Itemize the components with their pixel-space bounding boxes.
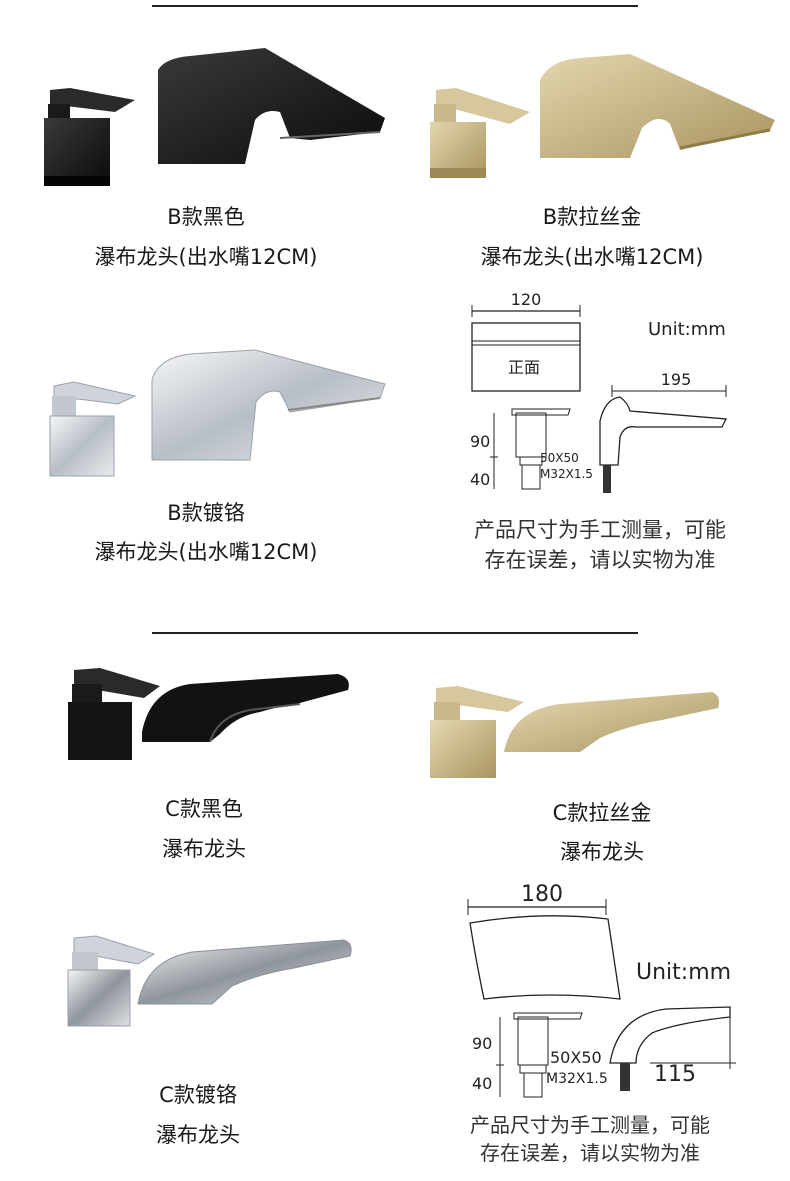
b-chrome-caption-line1: B款镀铬	[167, 501, 245, 525]
b-front-label: 正面	[508, 358, 540, 377]
b-spout-length-label: 195	[661, 370, 692, 389]
b-chrome-caption-line2: 瀑布龙头(出水嘴12CM)	[94, 540, 318, 564]
b-height-label: 90	[470, 432, 490, 451]
section-b-top-rule	[152, 5, 638, 7]
c-black-caption-line1: C款黑色	[165, 797, 243, 821]
c-chrome-caption-line2: 瀑布龙头	[156, 1123, 240, 1147]
c-measure-note-line1: 产品尺寸为手工测量，可能	[470, 1113, 710, 1137]
b-chrome-faucet-image	[49, 349, 386, 477]
b-base-label: 40	[470, 470, 490, 489]
c-gold-faucet-image	[430, 686, 720, 778]
b-gold-faucet-image	[430, 54, 775, 178]
c-thread-label: M32X1.5	[546, 1071, 608, 1087]
c-black-caption-line2: 瀑布龙头	[162, 837, 246, 861]
b-measure-note-line1: 产品尺寸为手工测量，可能	[474, 518, 726, 542]
b-measure-note-line2: 存在误差，请以实物为准	[484, 548, 716, 572]
c-gold-caption-line1: C款拉丝金	[552, 801, 652, 825]
b-size-label: 50X50	[540, 451, 579, 465]
b-gold-caption-line1: B款拉丝金	[542, 205, 642, 229]
b-unit-label: Unit:mm	[648, 319, 726, 340]
c-chrome-faucet-image	[67, 935, 352, 1027]
b-width-label: 120	[511, 290, 542, 309]
c-base-label: 40	[472, 1074, 492, 1093]
c-black-faucet-image	[68, 668, 349, 760]
c-width-label: 180	[521, 882, 563, 907]
c-unit-label: Unit:mm	[636, 960, 731, 985]
b-dimension-diagram: 120 正面 Unit:mm 90 40 50X50 M32X1.5 195	[470, 290, 728, 493]
section-c-top-rule	[152, 632, 638, 634]
c-measure-note-line2: 存在误差，请以实物为准	[480, 1141, 700, 1165]
c-size-label: 50X50	[550, 1048, 602, 1067]
b-black-caption-line1: B款黑色	[167, 205, 245, 229]
c-spout-length-label: 115	[654, 1062, 696, 1087]
b-thread-label: M32X1.5	[540, 467, 593, 481]
c-gold-caption-line2: 瀑布龙头	[560, 840, 644, 864]
c-height-label: 90	[472, 1034, 492, 1053]
c-dimension-diagram: 180 Unit:mm 90 40 50X50 M32X1.5 115	[467, 882, 736, 1098]
c-chrome-caption-line1: C款镀铬	[159, 1083, 237, 1107]
b-gold-caption-line2: 瀑布龙头(出水嘴12CM)	[480, 245, 704, 269]
b-black-faucet-image	[44, 48, 385, 186]
b-black-caption-line2: 瀑布龙头(出水嘴12CM)	[94, 245, 318, 269]
